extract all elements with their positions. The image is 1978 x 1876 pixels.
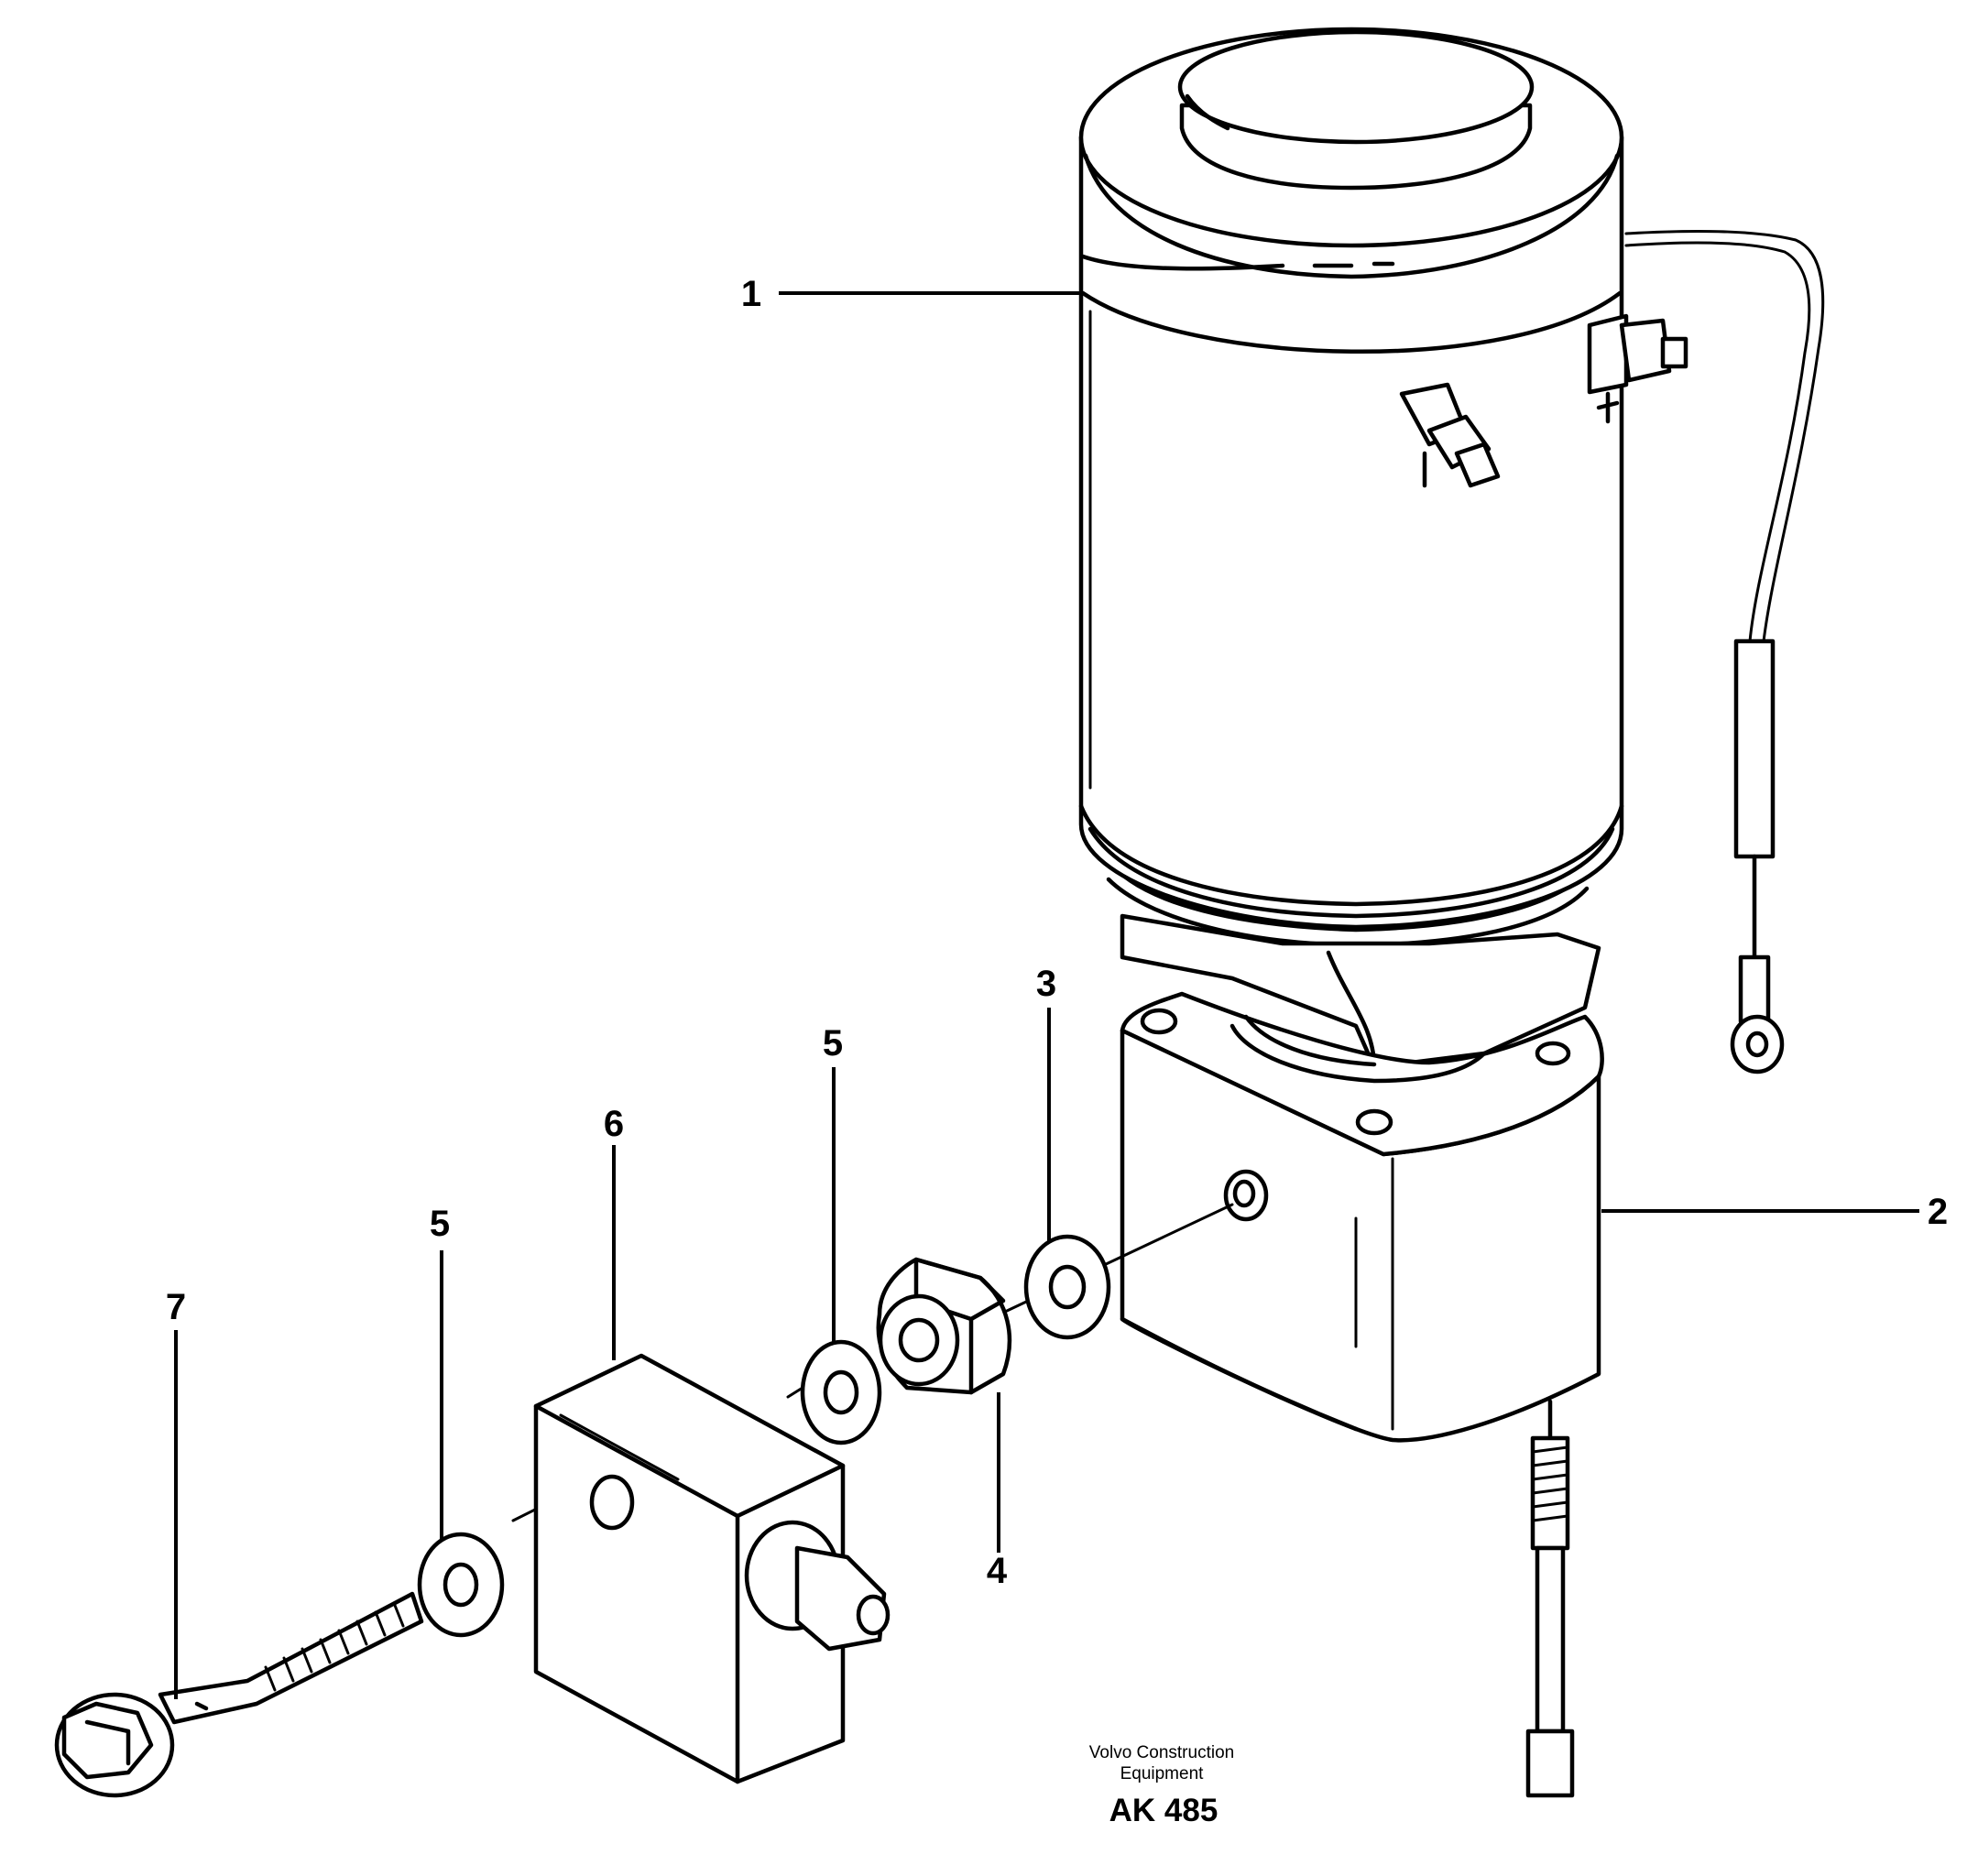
part-3-washer (1023, 1234, 1111, 1340)
leader-lines (174, 291, 1919, 1699)
part-7-bolt (54, 1591, 424, 1798)
callout-5-lower: 5 (430, 1204, 450, 1244)
credit-line-1: Volvo Construction (1089, 1743, 1234, 1762)
callout-3: 3 (1036, 964, 1056, 1004)
callout-5-upper: 5 (823, 1023, 843, 1063)
callout-4: 4 (987, 1551, 1008, 1591)
callout-6: 6 (604, 1104, 624, 1144)
part-6-valve-block (533, 1353, 891, 1784)
drawing-code: AK 485 (1109, 1793, 1218, 1828)
motor-terminal-left (1399, 382, 1501, 488)
part-2-pump-block (1120, 991, 1604, 1798)
part-5-washer-lower (417, 1532, 505, 1638)
valve-fitting (744, 1520, 891, 1652)
callout-7: 7 (166, 1287, 186, 1327)
part-5-washer-upper (800, 1339, 882, 1445)
part-4-nut (876, 1257, 1012, 1395)
callout-2: 2 (1928, 1192, 1948, 1232)
motor-terminal-right (1587, 313, 1688, 424)
part-1-motor (1078, 27, 1688, 1070)
mounting-bolt (1525, 1399, 1575, 1798)
callout-1: 1 (741, 274, 761, 314)
credit-line-2: Equipment (1120, 1764, 1205, 1783)
motor-cable (1624, 229, 1825, 1074)
